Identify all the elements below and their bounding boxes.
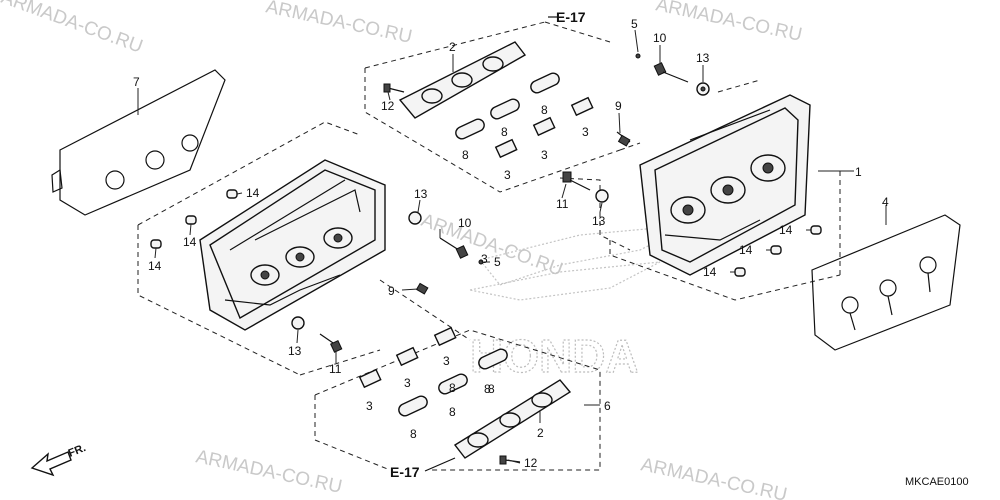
callout-5: 5: [631, 17, 638, 31]
ref-e17-top: E-17: [556, 9, 586, 25]
callout-13: 13: [414, 187, 428, 201]
callout-5: 5: [494, 255, 501, 269]
callout-11: 11: [329, 362, 342, 376]
group-frames: [137, 21, 841, 471]
callout-14: 14: [779, 223, 793, 237]
callout-12: 12: [381, 99, 395, 113]
arrow-left-icon: [30, 451, 72, 477]
callout-10: 10: [458, 216, 472, 230]
callout-14: 14: [148, 259, 162, 273]
callout-3: 3: [443, 354, 450, 368]
callout-8: 8: [501, 125, 508, 139]
callout-4: 4: [882, 195, 889, 209]
callout-9: 9: [615, 99, 622, 113]
leader-lines: [137, 29, 887, 464]
seal-parts: [398, 72, 560, 417]
callout-13: 13: [696, 51, 710, 65]
diagram-code: MKCAE0100: [905, 476, 969, 488]
callout-14: 14: [739, 243, 753, 257]
callout-3: 3: [582, 125, 589, 139]
callout-6: 6: [604, 399, 611, 413]
callout-13: 13: [288, 344, 302, 358]
callout-3: 3: [541, 148, 548, 162]
callout-8: 8: [410, 427, 417, 441]
head-cover-rear: [639, 94, 811, 276]
callout-8: 8: [449, 405, 456, 419]
rail-upper: [398, 41, 527, 119]
callout-8: 8: [541, 103, 548, 117]
rail-lower: [453, 379, 572, 459]
ref-arrow-bottom: [424, 457, 456, 472]
callout-14: 14: [703, 265, 717, 279]
callout-9: 9: [388, 284, 395, 298]
callout-8: 8: [484, 382, 491, 396]
watermark: ARMADA-CO.RU: [654, 0, 804, 46]
callout-1: 1: [855, 165, 862, 179]
ref-e17-bottom: E-17: [390, 464, 420, 480]
callout-3: 3: [404, 376, 411, 390]
callout-13: 13: [592, 214, 606, 228]
watermark: ARMADA-CO.RU: [0, 0, 145, 58]
callout-8: 8: [488, 382, 495, 396]
head-cover-front: [199, 159, 386, 331]
callout-labels: 1 2 2 3 3 3 3 3 3 3 4 5 5 6 7 8 8 8 8 8 …: [133, 17, 889, 470]
callout-12: 12: [524, 456, 538, 470]
callout-2: 2: [537, 426, 544, 440]
front-direction: FR.: [30, 442, 88, 477]
watermark: ARMADA-CO.RU: [194, 446, 344, 497]
gasket-4: [811, 214, 961, 351]
callout-3: 3: [481, 252, 488, 266]
callout-8: 8: [462, 148, 469, 162]
callout-14: 14: [183, 235, 197, 249]
callout-11: 11: [556, 197, 569, 211]
watermark: ARMADA-CO.RU: [264, 0, 414, 48]
callout-8: 8: [449, 381, 456, 395]
callout-14: 14: [246, 186, 260, 200]
callout-3: 3: [504, 168, 511, 182]
callout-7: 7: [133, 75, 140, 89]
plug-parts: [358, 96, 594, 389]
callout-10: 10: [653, 31, 667, 45]
watermark: ARMADA-CO.RU: [639, 454, 789, 500]
gasket-7: [51, 69, 226, 216]
direction-label: FR.: [67, 442, 88, 460]
callout-2: 2: [449, 40, 456, 54]
callout-3: 3: [366, 399, 373, 413]
